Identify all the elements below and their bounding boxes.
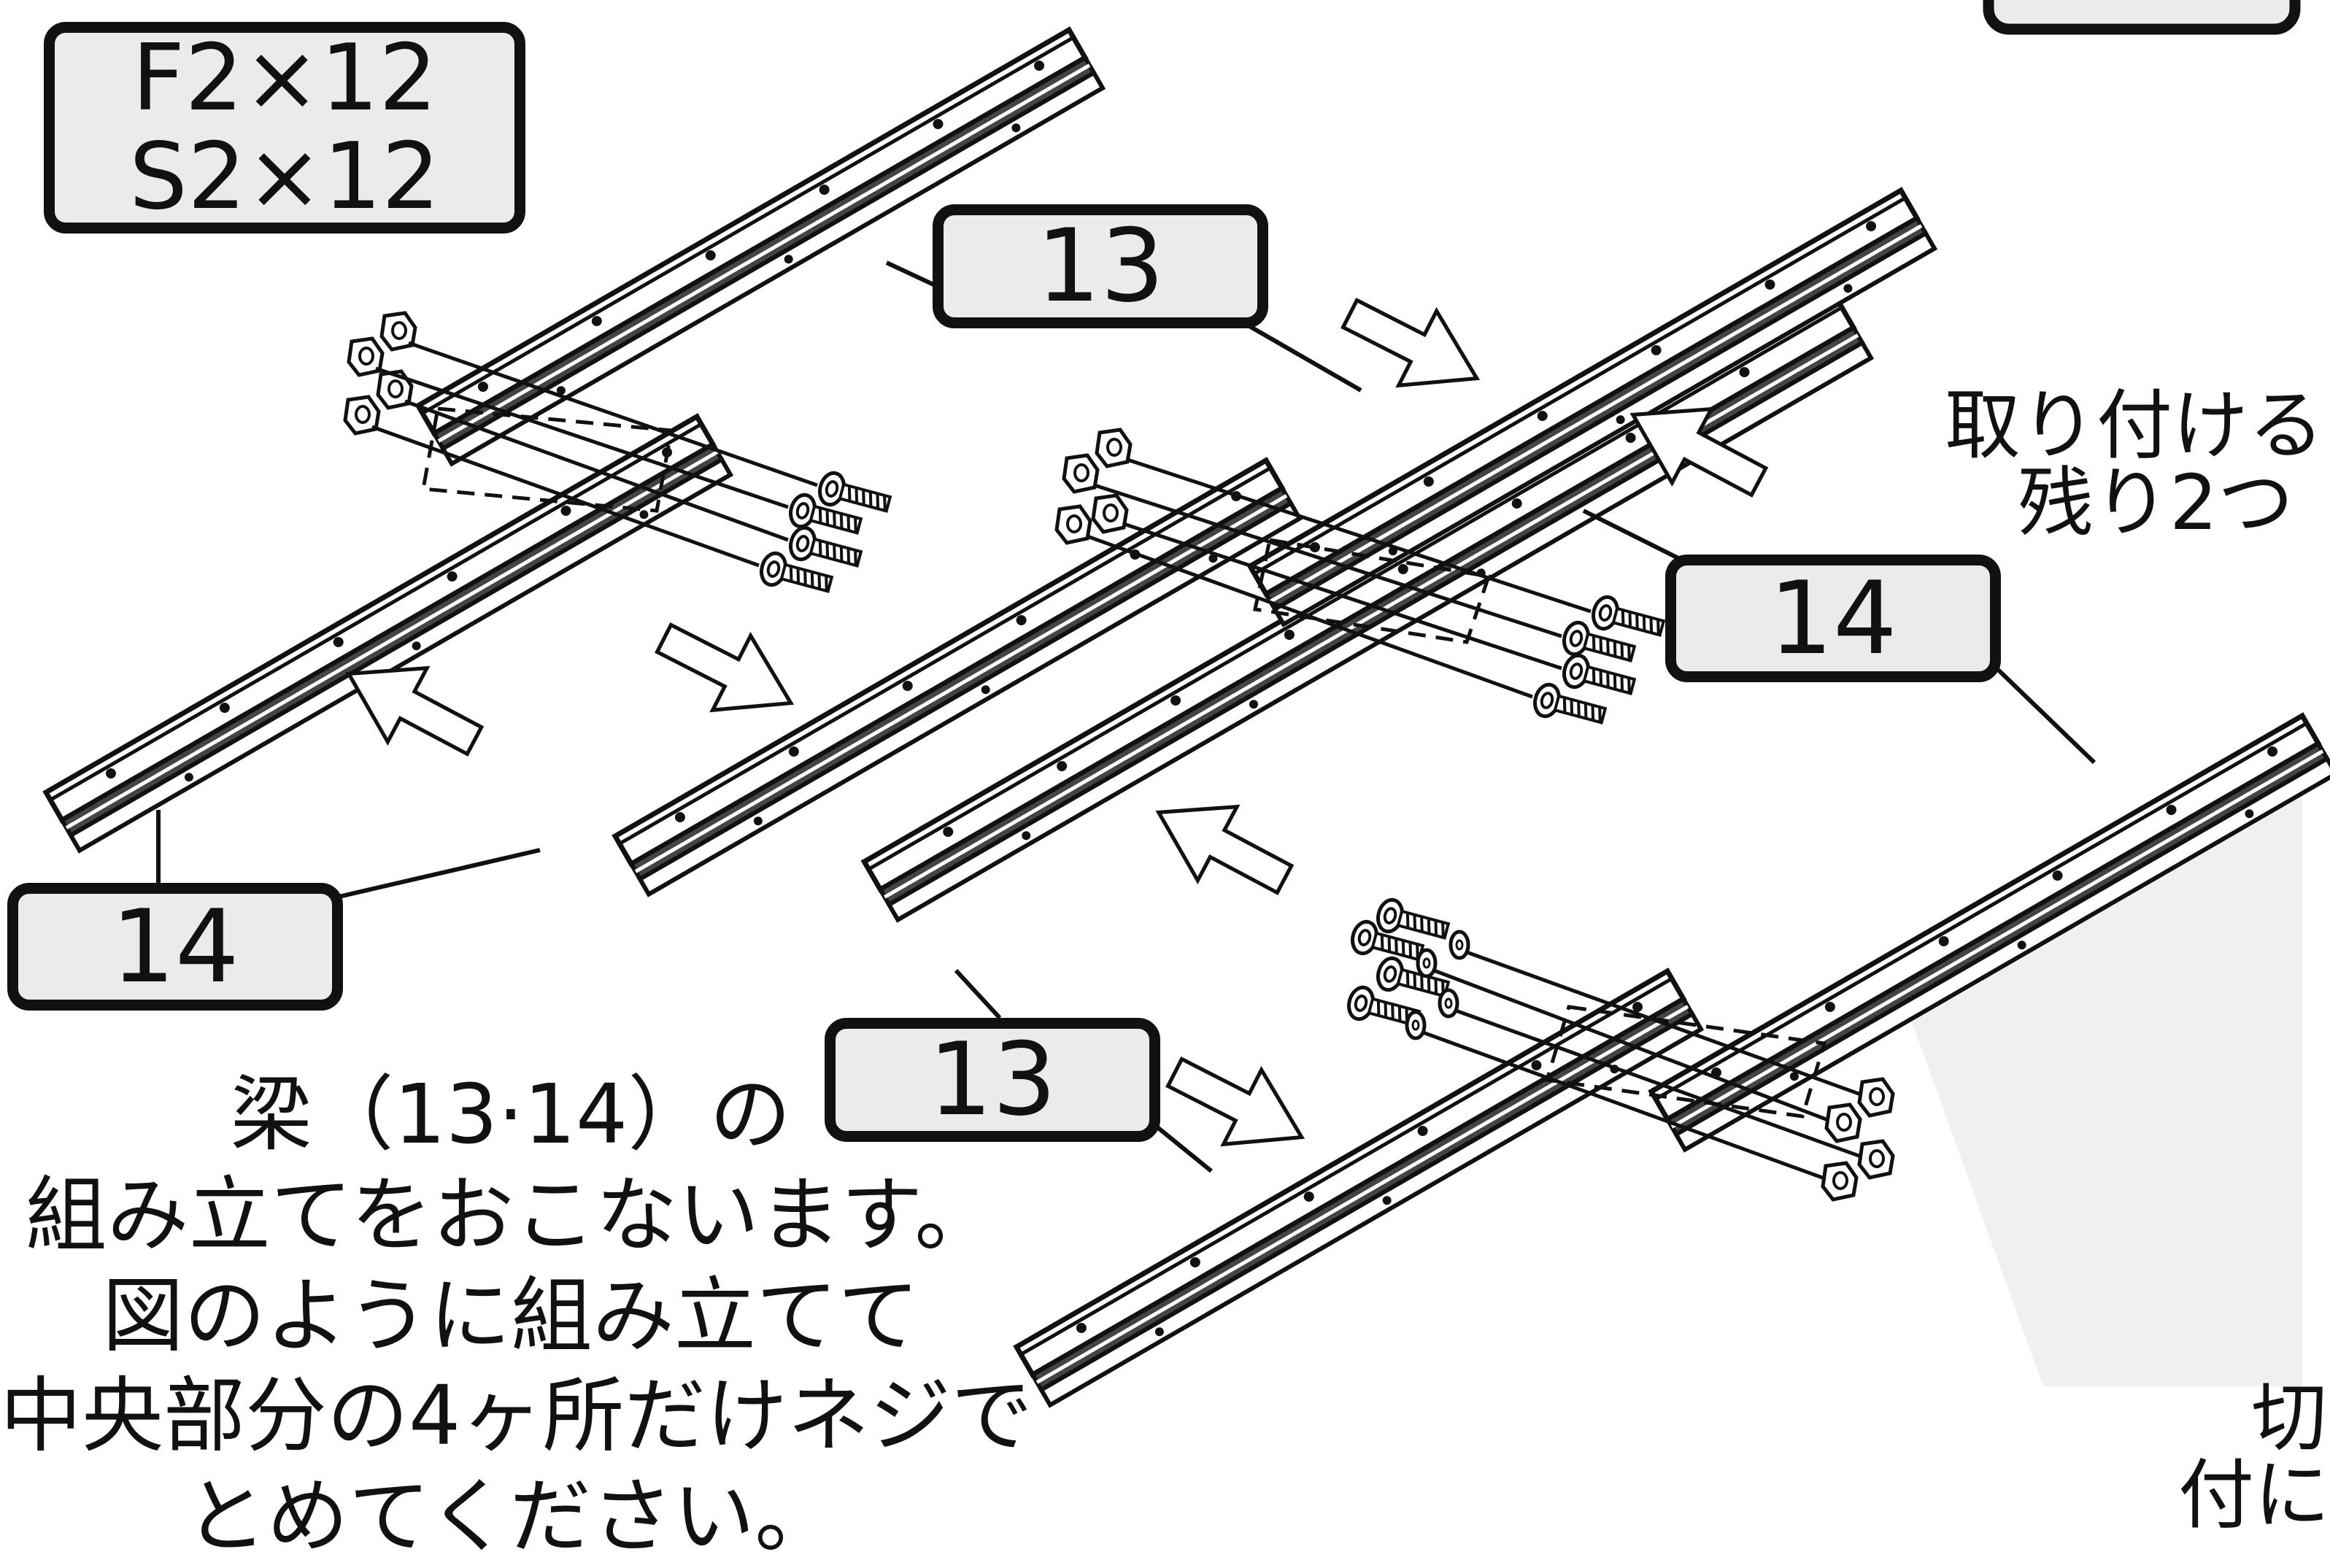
hardware-line-2: S2×12	[128, 123, 441, 230]
shadow-panel	[1912, 788, 2302, 1386]
cutoff-text-top-right: 取り付ける 残り2つ	[1945, 387, 2324, 541]
cutoff-line-2: 残り2つ	[2018, 458, 2294, 548]
joint-outline	[421, 406, 674, 513]
instruction-line-5: とめてください。	[185, 1469, 837, 1564]
cutoff-line-4: 付に	[2178, 1451, 2330, 1540]
part-label-14-right: 14	[1665, 555, 2001, 682]
cropped-label-box	[1983, 0, 2301, 35]
part-number: 13	[1036, 207, 1165, 325]
instruction-line-3: 図のように組み立てて	[102, 1268, 919, 1364]
instruction-line-2: 組み立てをおこないます。	[25, 1167, 997, 1263]
bolt-icon-center	[1532, 595, 1666, 731]
hardware-count-label: F2×12 S2×12	[44, 22, 525, 233]
cutoff-line-1: 取り付ける	[1945, 381, 2325, 470]
cutoff-line-3: 切	[2251, 1373, 2328, 1462]
part-label-14-left: 14	[7, 883, 343, 1011]
bolt-guide-lines-lower	[1422, 950, 1862, 1181]
joint-outline-center	[1253, 538, 1492, 644]
instruction-text: 梁（13·14）の 組み立てをおこないます。 図のように組み立てて 中央部分の4…	[0, 1065, 1033, 1568]
bolt-guide-lines-center	[1087, 457, 1592, 699]
part-label-13-bottom: 13	[825, 1018, 1160, 1142]
hex-nut-icon-center	[1057, 430, 1130, 543]
part-number: 14	[1769, 559, 1897, 677]
joint-outline-lower	[1544, 1005, 1827, 1119]
hex-nut-icon	[345, 313, 415, 433]
bolt-guide-lines	[371, 341, 818, 568]
part-number: 14	[111, 887, 239, 1005]
cutoff-text-bottom-right: 切 付に	[2178, 1379, 2330, 1534]
instruction-line-4: 中央部分の4ヶ所だけネジで	[0, 1369, 1033, 1464]
part-number: 13	[928, 1021, 1057, 1138]
assembly-drawing	[0, 0, 2302, 1516]
hex-nut-icon-lower	[1823, 1079, 1893, 1200]
instruction-line-1: 梁（13·14）の	[230, 1067, 792, 1162]
hardware-line-1: F2×12	[131, 24, 438, 132]
leader-line	[156, 260, 2096, 1173]
part-label-13-top: 13	[933, 204, 1268, 328]
